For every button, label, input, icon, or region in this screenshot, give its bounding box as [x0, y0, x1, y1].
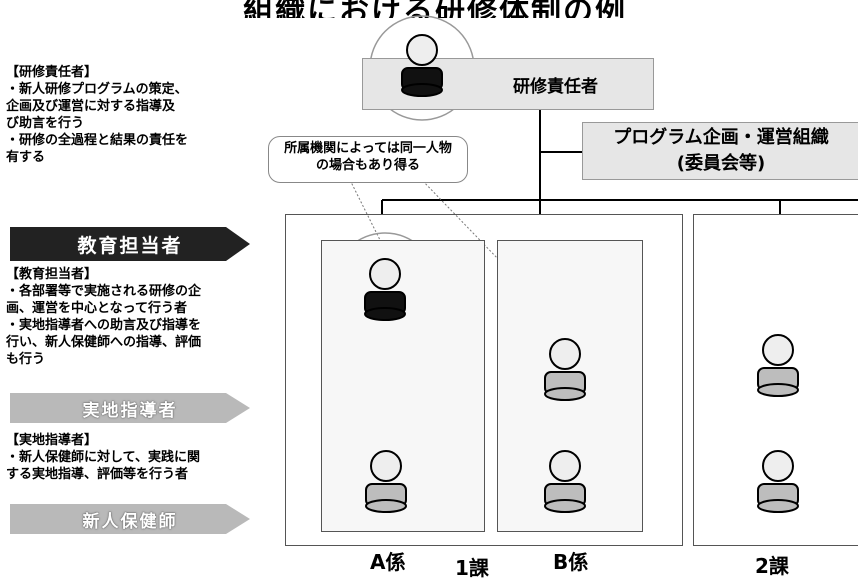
- responsible-line: ・研修の全過程と結果の責任を: [6, 133, 189, 148]
- responsible-line: ・新人研修プログラムの策定、: [6, 82, 188, 97]
- program-box-line2: (委員会等): [676, 153, 766, 174]
- responsible-person-icon: [401, 34, 443, 97]
- educator-line: 行い、新人保健師への指導、評価: [6, 335, 202, 350]
- field-line: ・新人保健師に対して、実践に関: [6, 450, 200, 465]
- section-a-label: A係: [370, 550, 406, 574]
- division-2-instructor-person-icon: [757, 334, 799, 397]
- division-2-label: 2課: [755, 554, 789, 578]
- new-nurse-banner: 新人保健師: [10, 504, 250, 534]
- educator-line: ・各部署等で実施される研修の企: [6, 284, 202, 299]
- field-line: する実地指導、評価等を行う者: [6, 467, 189, 482]
- educator-line: も行う: [6, 352, 46, 367]
- educator-heading: 【教育担当者】: [6, 267, 98, 282]
- educator-person-icon: [364, 258, 406, 321]
- educator-banner: 教育担当者: [10, 227, 250, 261]
- field-instructor-description: 【実地指導者】 ・新人保健師に対して、実践に関 する実地指導、評価等を行う者: [6, 432, 268, 483]
- program-box-line1: プログラム企画・運営組織: [613, 127, 829, 148]
- section-b-label: B係: [553, 550, 589, 574]
- responsible-line: び助言を行う: [6, 116, 85, 131]
- page-title: 組織における研修体制の例: [243, 0, 627, 18]
- same-person-note: 所属機関によっては同一人物 の場合もあり得る: [268, 136, 468, 183]
- field-instructor-person-icon: [544, 338, 586, 401]
- educator-line: ・実地指導者への助言及び指導を: [6, 318, 202, 333]
- division-2-frame: [693, 214, 858, 546]
- responsible-box-label: 研修責任者: [513, 76, 598, 97]
- division-1-frame: [285, 214, 683, 546]
- section-a-frame: [321, 240, 485, 532]
- new-nurse-b-person-icon: [544, 450, 586, 513]
- responsible-line: 企画及び運営に対する指導及: [6, 99, 176, 114]
- field-heading: 【実地指導者】: [6, 433, 98, 448]
- responsible-line: 有する: [6, 150, 46, 165]
- new-nurse-a-person-icon: [365, 450, 407, 513]
- educator-description: 【教育担当者】 ・各部署等で実施される研修の企 画、運営を中心となって行う者 ・…: [6, 266, 268, 368]
- division-1-label: 1課: [455, 556, 489, 580]
- educator-line: 画、運営を中心となって行う者: [6, 301, 187, 316]
- responsible-heading: 【研修責任者】: [6, 65, 98, 80]
- note-line2: の場合もあり得る: [315, 158, 420, 173]
- responsible-description: 【研修責任者】 ・新人研修プログラムの策定、 企画及び運営に対する指導及 び助言…: [6, 64, 256, 166]
- field-instructor-banner: 実地指導者: [10, 393, 250, 423]
- program-organization-box: プログラム企画・運営組織 (委員会等): [582, 122, 858, 180]
- note-line1: 所属機関によっては同一人物: [284, 141, 452, 156]
- division-2-new-nurse-person-icon: [757, 450, 799, 513]
